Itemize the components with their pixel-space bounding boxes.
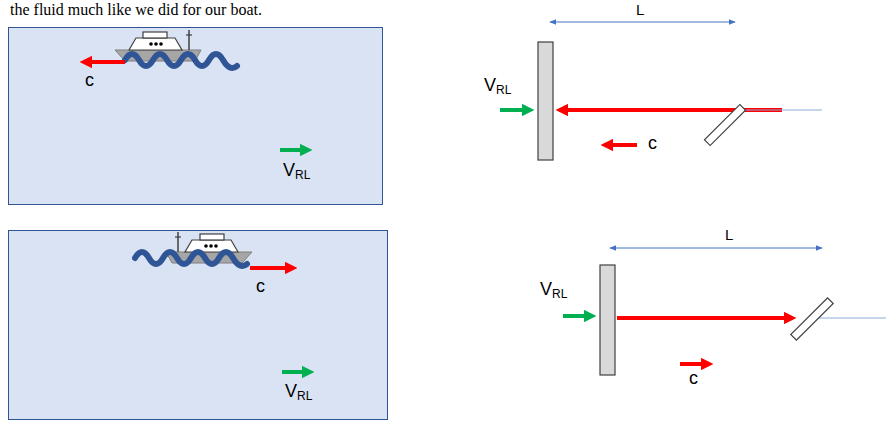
- velocity-label: VRL: [285, 382, 312, 402]
- light-speed-arrow: [680, 362, 707, 366]
- velocity-label: VRL: [484, 76, 511, 96]
- beam-splitter: [791, 298, 833, 340]
- fluid-velocity-arrow: [280, 148, 306, 152]
- water-panel: [8, 27, 383, 205]
- caption-fragment: the fluid much like we did for our boat.: [10, 1, 262, 19]
- velocity-label: VRL: [540, 280, 567, 300]
- length-dimension: [550, 22, 735, 23]
- beam-line: [745, 110, 822, 111]
- mirror-velocity-arrow: [500, 108, 528, 112]
- length-dimension: [610, 248, 822, 249]
- mirror-velocity-arrow: [563, 314, 590, 318]
- mirror: [538, 42, 553, 160]
- light-beam: [617, 316, 790, 320]
- mirror: [600, 265, 615, 375]
- length-label: L: [636, 2, 644, 19]
- water-panel: cVRL: [8, 230, 388, 420]
- beam-line: [815, 318, 886, 319]
- fluid-velocity-arrow: [282, 370, 308, 374]
- light-speed-arrow: [607, 143, 637, 147]
- speed-label: c: [648, 134, 657, 154]
- velocity-label: VRL: [283, 161, 310, 181]
- speed-label: c: [689, 369, 698, 389]
- water-panel: [8, 230, 388, 420]
- wave-speed-arrow: [250, 266, 291, 270]
- beam-splitter: [704, 104, 745, 145]
- wave-speed-arrow: [86, 60, 125, 64]
- speed-label: c: [256, 277, 265, 297]
- wave: [125, 54, 237, 68]
- speed-label: c: [85, 71, 94, 91]
- water-panel: cVRL: [8, 27, 383, 205]
- wave: [135, 252, 247, 266]
- length-label: L: [725, 227, 733, 244]
